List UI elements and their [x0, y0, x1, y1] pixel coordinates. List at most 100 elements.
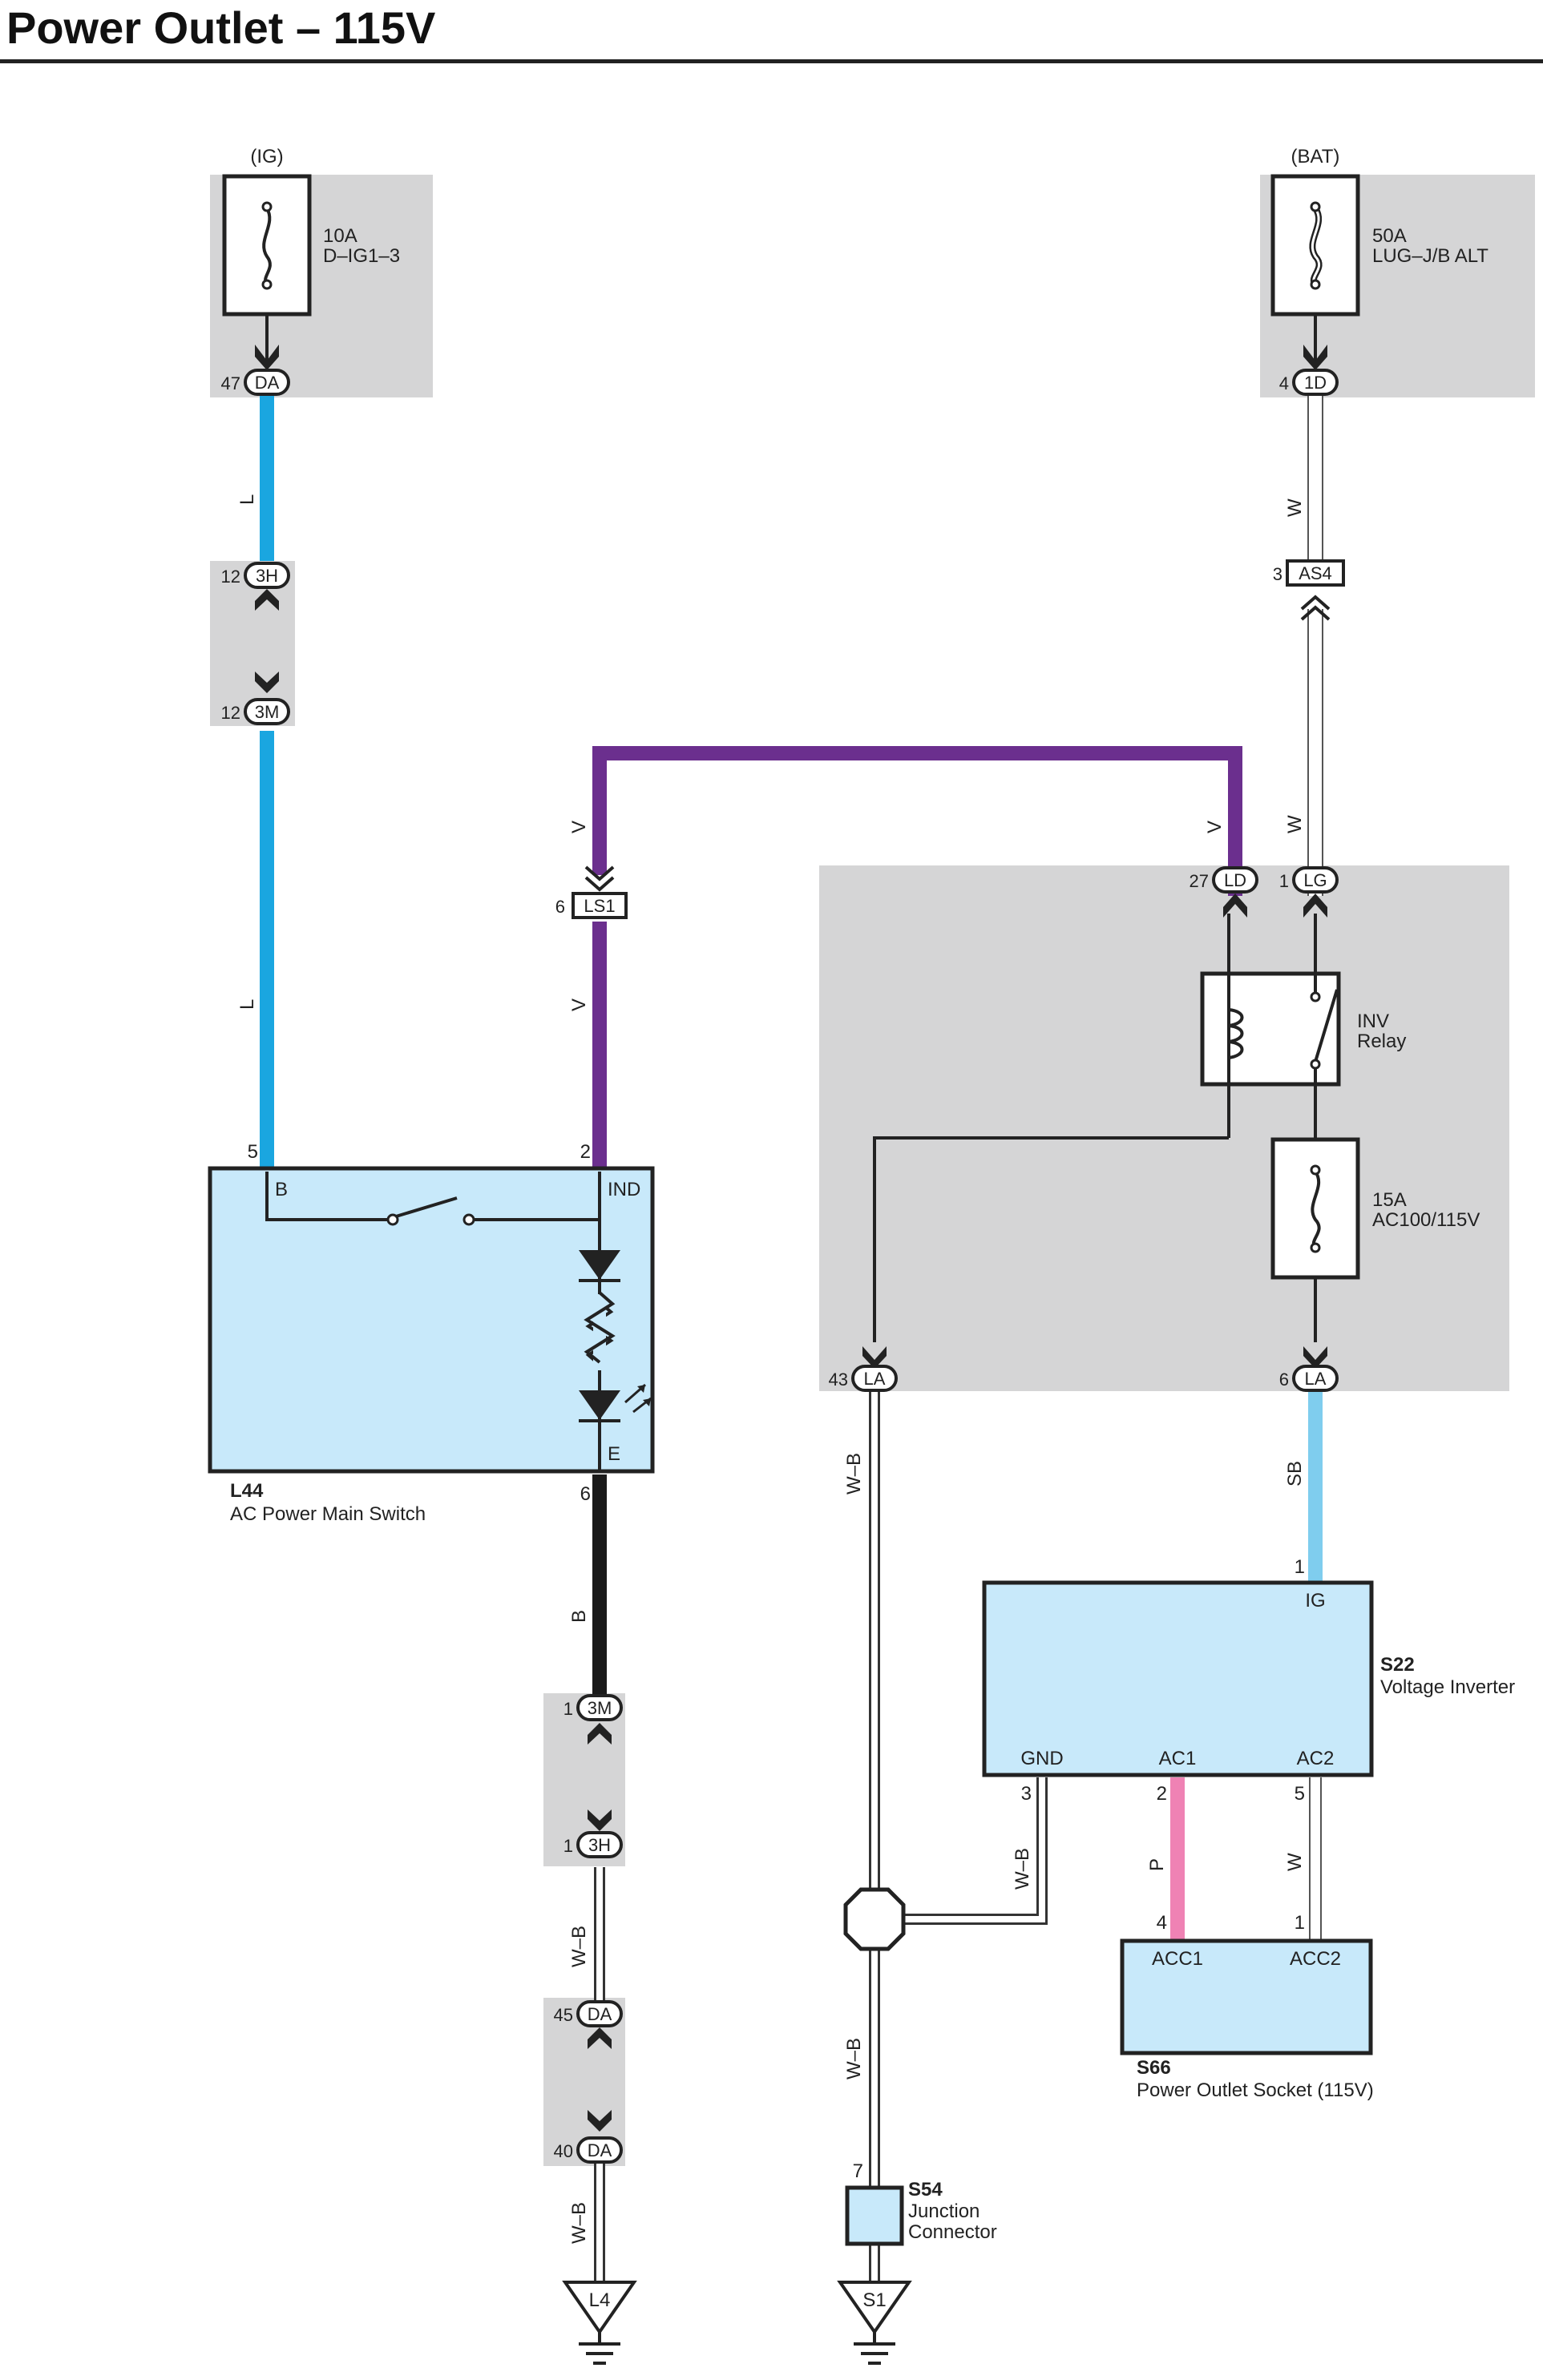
pin-3h-lower: 1 — [563, 1836, 573, 1856]
connector-3h-upper: 3H — [256, 566, 278, 586]
l44-pin-ind-number: 2 — [580, 1141, 591, 1163]
wire-label-l1: L — [236, 494, 258, 505]
connector-3m-upper: 3M — [255, 702, 280, 722]
s66-pin-acc2-number: 1 — [1295, 1912, 1305, 1934]
s22-pin-gnd-number: 3 — [1021, 1783, 1032, 1805]
ground-l4 — [562, 2281, 637, 2365]
connector-arrows — [255, 345, 1327, 2132]
connector-ls1: LS1 — [584, 896, 615, 916]
s66-name: Power Outlet Socket (115V) — [1137, 2079, 1374, 2101]
pin-ld: 27 — [1190, 871, 1209, 891]
power-outlet-socket — [1120, 1938, 1373, 2055]
junction-box-3h-3m — [210, 561, 295, 726]
pin-as4: 3 — [1273, 564, 1282, 584]
s54-id: S54 — [908, 2179, 943, 2200]
pin-lg: 1 — [1279, 871, 1289, 891]
pin-la-43: 43 — [829, 1370, 848, 1390]
page-title: Power Outlet – 115V — [6, 2, 436, 53]
pin-da-45: 45 — [554, 2005, 573, 2025]
pin-3h-upper: 12 — [221, 567, 240, 587]
s22-pin-ac1-label: AC1 — [1159, 1748, 1197, 1769]
ground-l4-label: L4 — [589, 2289, 611, 2311]
wire-label-wb4: W–B — [843, 2038, 865, 2079]
title-underline — [0, 59, 1543, 63]
ground-s1-label: S1 — [862, 2289, 886, 2311]
s66-pin-acc1-number: 4 — [1157, 1912, 1167, 1934]
connector-la-43: LA — [864, 1369, 886, 1389]
relay-label-2: Relay — [1357, 1031, 1406, 1052]
l44-pin-b-label: B — [275, 1179, 288, 1200]
wire-label-wb5: W–B — [568, 2202, 590, 2244]
wire-label-v3: V — [568, 998, 590, 1011]
s22-pin-ac1-number: 2 — [1157, 1783, 1167, 1805]
pin-ls1: 6 — [555, 897, 565, 917]
l44-id: L44 — [230, 1480, 264, 1502]
wire-label-b: B — [568, 1610, 590, 1623]
s66-pin-acc2-label: ACC2 — [1290, 1948, 1341, 1970]
source-bat: (BAT) — [1291, 146, 1340, 167]
wire-label-w3: W — [1284, 1853, 1306, 1871]
fuse-50a — [1270, 174, 1360, 365]
wire-label-w1: W — [1284, 498, 1306, 517]
wire-label-v1: V — [568, 821, 590, 833]
connector-la-6: LA — [1305, 1369, 1327, 1389]
wire-label-wb1: W–B — [843, 1453, 865, 1495]
wire-label-sb: SB — [1284, 1461, 1306, 1486]
fuse-50a-name: LUG–J/B ALT — [1372, 245, 1488, 267]
s66-id: S66 — [1137, 2057, 1171, 2079]
wire-label-wb2: W–B — [1012, 1848, 1033, 1890]
fuse-50a-rating: 50A — [1372, 225, 1407, 247]
connector-3h-lower: 3H — [588, 1835, 611, 1855]
connector-lg: LG — [1303, 870, 1327, 890]
wire-label-wb3: W–B — [568, 1926, 590, 1967]
pin-3m-lower: 1 — [563, 1699, 573, 1719]
fuse-10a-name: D–IG1–3 — [323, 245, 400, 267]
pin-3m-upper: 12 — [221, 703, 240, 723]
s22-pin-ig-label: IG — [1305, 1590, 1325, 1612]
l44-name: AC Power Main Switch — [230, 1503, 426, 1525]
ground-s1 — [837, 2281, 912, 2365]
fuse-10a — [222, 174, 312, 365]
connector-tokens — [244, 369, 1345, 2164]
wire-wb-middle — [869, 1390, 1048, 2282]
wire-label-w2: W — [1284, 815, 1306, 833]
connector-as4: AS4 — [1299, 563, 1332, 583]
ac-power-main-switch — [208, 1166, 655, 1474]
s22-pin-ac2-number: 5 — [1295, 1783, 1305, 1805]
connector-ld: LD — [1224, 870, 1246, 890]
l44-pin-ind-label: IND — [608, 1179, 640, 1200]
s22-pin-ig-number: 1 — [1295, 1556, 1305, 1578]
fuse-15a-rating: 15A — [1372, 1189, 1407, 1211]
relay-label-1: INV — [1357, 1010, 1389, 1032]
inv-relay — [873, 914, 1341, 1342]
wire-v — [592, 746, 1242, 1172]
pin-da-47: 47 — [221, 373, 240, 393]
connector-3m-lower: 3M — [588, 1698, 612, 1718]
s22-id: S22 — [1380, 1654, 1415, 1676]
l44-pin-e-label: E — [608, 1443, 620, 1465]
pin-1d: 4 — [1279, 373, 1289, 393]
l44-pin-b-number: 5 — [248, 1141, 258, 1163]
s54-pin-number: 7 — [853, 2160, 863, 2182]
fuse-15a-name: AC100/115V — [1372, 1209, 1480, 1231]
fuse-10a-rating: 10A — [323, 225, 357, 247]
splice-point — [843, 1887, 906, 1951]
l44-pin-e-number: 6 — [580, 1483, 591, 1505]
voltage-inverter — [982, 1580, 1374, 1777]
source-ig: (IG) — [250, 146, 283, 167]
pin-la-6: 6 — [1279, 1370, 1289, 1390]
connector-da-47: DA — [255, 373, 280, 393]
s22-pin-ac2-label: AC2 — [1297, 1748, 1335, 1769]
connector-1d: 1D — [1304, 373, 1327, 393]
wire-label-v2: V — [1204, 821, 1226, 833]
connector-da-45: DA — [588, 2004, 612, 2024]
s22-pin-gnd-label: GND — [1020, 1748, 1063, 1769]
connector-open-arrows — [584, 595, 1331, 892]
s66-pin-acc1-label: ACC1 — [1152, 1948, 1203, 1970]
s54-line2: Connector — [908, 2221, 997, 2243]
pin-da-40: 40 — [554, 2141, 573, 2161]
connector-da-40: DA — [588, 2140, 612, 2160]
fuse-15a — [1270, 1122, 1360, 1342]
junction-connector — [845, 2185, 904, 2246]
